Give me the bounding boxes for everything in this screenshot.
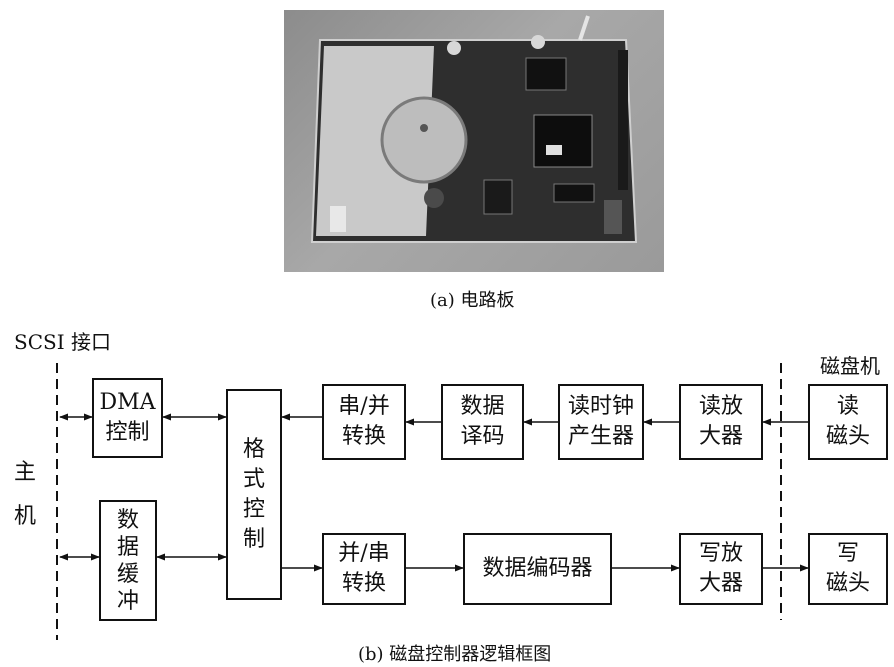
write-head-text: 写 磁头 [825,541,870,596]
serial-parallel-box: 串/并 转换 [322,384,406,460]
circuit-board-photo [284,10,664,272]
caption-b: (b) 磁盘控制器逻辑框图 [358,644,552,665]
format-control-box: 格 式 控 制 [226,389,282,600]
data-buffer-box: 数 据 缓 冲 [99,500,157,621]
dma-control-text: DMA 控制 [99,390,156,445]
caption-a: (a) 电路板 [430,290,515,311]
write-amplifier-text: 写放 大器 [698,541,743,596]
host-label: 主 机 [14,460,37,529]
parallel-serial-box: 并/串 转换 [322,533,406,605]
data-decode-box: 数据 译码 [441,384,524,460]
write-head-box: 写 磁头 [808,533,888,605]
disk-drive-label: 磁盘机 [820,354,880,378]
scsi-interface-label: SCSI 接口 [14,330,111,354]
data-encoder-box: 数据编码器 [463,533,612,605]
parallel-serial-text: 并/串 转换 [338,541,390,596]
read-clock-box: 读时钟 产生器 [558,384,644,460]
read-amplifier-box: 读放 大器 [679,384,763,460]
read-clock-text: 读时钟 产生器 [567,394,634,449]
format-control-text: 格 式 控 制 [242,436,265,552]
circuit-board-illustration [310,15,638,243]
read-amplifier-text: 读放 大器 [698,394,743,449]
dma-control-box: DMA 控制 [92,378,163,458]
write-amplifier-box: 写放 大器 [679,533,763,605]
data-decode-text: 数据 译码 [460,394,505,449]
read-head-text: 读 磁头 [825,394,870,449]
serial-parallel-text: 串/并 转换 [338,394,390,449]
read-head-box: 读 磁头 [808,384,888,460]
data-buffer-text: 数 据 缓 冲 [116,507,139,614]
data-encoder-text: 数据编码器 [482,556,593,581]
